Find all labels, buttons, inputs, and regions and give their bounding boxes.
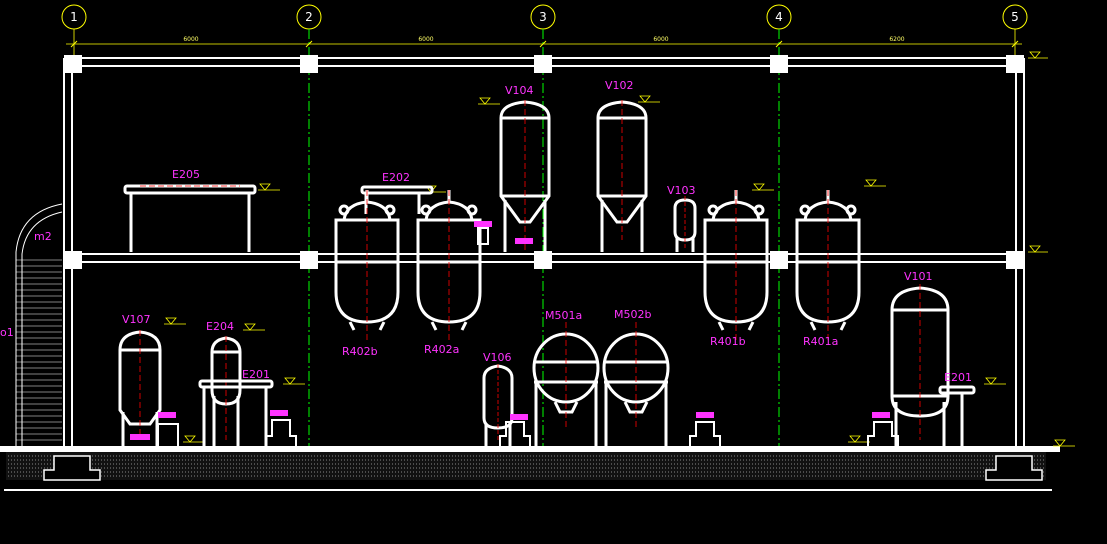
ground-slab	[0, 446, 1060, 491]
stair-label: m2	[34, 230, 52, 243]
pump-v107	[157, 423, 179, 446]
tag-v107	[130, 434, 150, 440]
label-v102: V102	[605, 79, 634, 92]
equipment-v102	[596, 100, 648, 252]
label-m501a: M501a	[545, 309, 582, 322]
label-v101: V101	[904, 270, 933, 283]
label-r401a: R401a	[803, 335, 838, 348]
dimension-1-2: 6000	[183, 36, 198, 43]
label-v104: V104	[505, 84, 534, 97]
pump-tag-v107	[158, 412, 176, 418]
axis-3: 3	[530, 4, 556, 460]
label-e202: E202	[382, 171, 410, 184]
equipment-v107	[118, 330, 162, 446]
axis-markers: 1 2 3 4 5	[61, 4, 1028, 460]
label-e205: E205	[172, 168, 200, 181]
equipment-v104	[499, 100, 551, 252]
pump-tag-v106	[510, 414, 528, 420]
pump-tag-right	[872, 412, 890, 418]
axis-1: 1	[61, 4, 87, 60]
equipment-v103	[673, 196, 697, 252]
pump-tag-r402a	[474, 221, 492, 227]
axis-5: 5	[1002, 4, 1028, 60]
pump-center	[689, 421, 721, 446]
label-r402a: R402a	[424, 343, 459, 356]
label-r401b: R401b	[710, 335, 746, 348]
dimension-2-3: 6000	[418, 36, 433, 43]
equipment-v106	[482, 364, 514, 446]
equipment-v101	[890, 284, 950, 446]
axis-4-label: 4	[775, 10, 783, 24]
dimension-line: 6000 6000 6000 6200	[66, 36, 1022, 48]
label-e201-left: E201	[242, 368, 270, 381]
label-r402b: R402b	[342, 345, 378, 358]
dimension-3-4: 6000	[653, 36, 668, 43]
equipment-e201-right	[938, 385, 976, 446]
label-v106: V106	[483, 351, 512, 364]
tag-v104	[515, 238, 533, 244]
axis-5-label: 5	[1011, 10, 1019, 24]
pump-r402a	[477, 227, 489, 245]
label-v103: V103	[667, 184, 696, 197]
equipment-r401b	[703, 190, 769, 340]
equipment-r402a	[416, 190, 482, 340]
dimension-4-5: 6200	[889, 36, 904, 43]
column-nodes	[64, 55, 1024, 269]
pump-v106	[499, 421, 531, 446]
left-edge-label: o1	[0, 326, 14, 339]
axis-2: 2	[296, 4, 322, 460]
pump-right	[867, 421, 899, 446]
label-m502b: M502b	[614, 308, 651, 321]
axis-4: 4	[766, 4, 792, 460]
equipment-r402b	[334, 190, 400, 340]
elevation-markers	[164, 51, 1075, 447]
equipment-m501a	[532, 322, 600, 446]
axis-1-label: 1	[70, 10, 78, 24]
equipment-r401a	[795, 190, 861, 340]
equipment-e205	[123, 184, 257, 252]
label-v107: V107	[122, 313, 151, 326]
label-e201-right: E201	[944, 371, 972, 384]
equipment-e204	[210, 336, 242, 446]
pump-e201-left	[265, 419, 297, 446]
equipment-m502b	[602, 322, 670, 446]
stair	[15, 203, 63, 446]
axis-2-label: 2	[305, 10, 313, 24]
pump-tag-e201-left	[270, 410, 288, 416]
label-e204: E204	[206, 320, 234, 333]
pump-tag-center	[696, 412, 714, 418]
axis-3-label: 3	[539, 10, 547, 24]
